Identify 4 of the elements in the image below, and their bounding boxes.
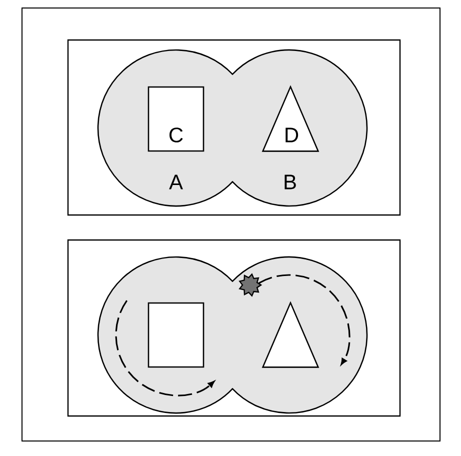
square: [148, 302, 204, 368]
node-label: B: [284, 174, 296, 190]
square: C: [148, 86, 204, 152]
node-label: A: [169, 174, 183, 190]
